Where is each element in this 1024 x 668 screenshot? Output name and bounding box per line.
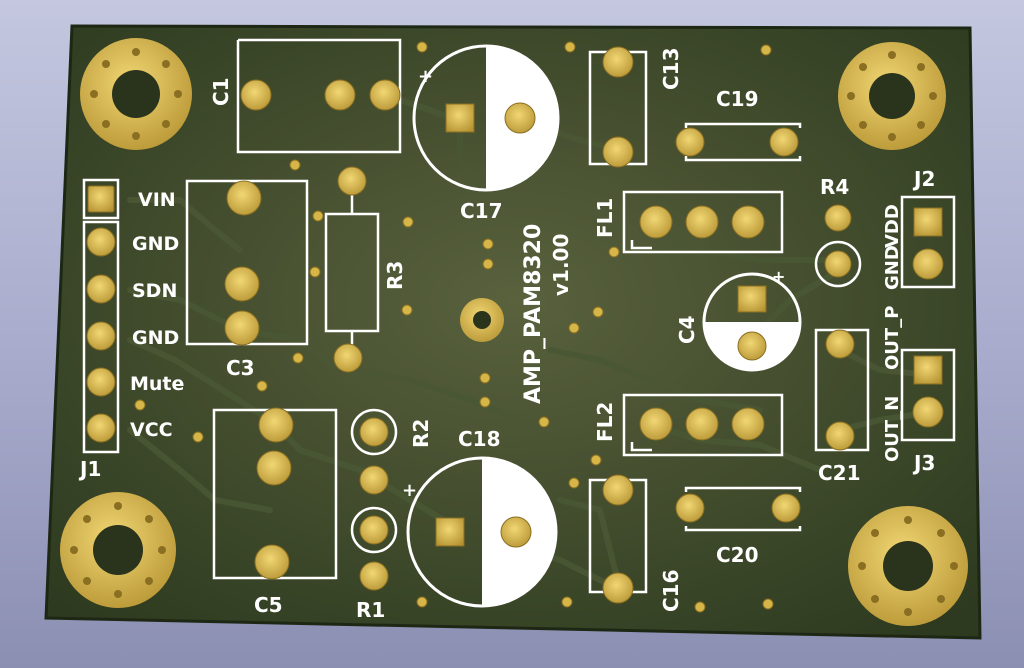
ref-c13: C13 [659,47,683,90]
mounting-hole [848,506,968,626]
ref-c20: C20 [716,543,759,567]
mounting-hole [838,42,946,150]
ref-j3: J3 [912,451,935,475]
ref-fl2: FL2 [593,402,617,442]
j3-pin-label: OUT_P [882,306,903,370]
board-version: v1.00 [549,234,573,296]
j2-pin-label: VDD [882,204,903,248]
vias [134,41,774,613]
j1-pin-label: VIN [138,189,176,211]
ref-fl1: FL1 [593,198,617,238]
ref-j1: J1 [78,457,101,481]
j1-pin-label: SDN [132,280,177,302]
ref-r1: R1 [356,598,385,622]
ref-c4: C4 [675,315,699,344]
j1-pin-label: VCC [130,419,173,441]
ref-c18: C18 [458,427,501,451]
j2-pin-label: GND [882,245,903,290]
ref-c3: C3 [226,356,255,380]
j1-pin-label: GND [132,327,179,349]
mounting-hole [60,492,176,608]
board-title: AMP_PAM8320 [521,224,546,404]
pcb-board [44,24,982,640]
svg-text:+: + [418,66,433,87]
ref-c1: C1 [209,77,233,106]
svg-text:+: + [772,267,785,286]
ref-c5: C5 [254,593,283,617]
ref-c21: C21 [818,461,861,485]
j1-pin-label: GND [132,233,179,255]
ref-c16: C16 [659,569,683,612]
ref-c19: C19 [716,87,759,111]
ref-r2: R2 [409,419,433,448]
j1-pin-label: Mute [130,373,184,395]
ref-c17: C17 [460,199,503,223]
ref-j2: J2 [912,167,935,191]
ref-r4: R4 [820,175,849,199]
svg-text:+: + [402,480,417,501]
tht-pads [86,46,944,604]
center-hole [460,298,504,342]
j3-pin-label: OUT_N [882,396,903,462]
ref-r3: R3 [383,261,407,290]
mounting-hole [80,38,192,150]
